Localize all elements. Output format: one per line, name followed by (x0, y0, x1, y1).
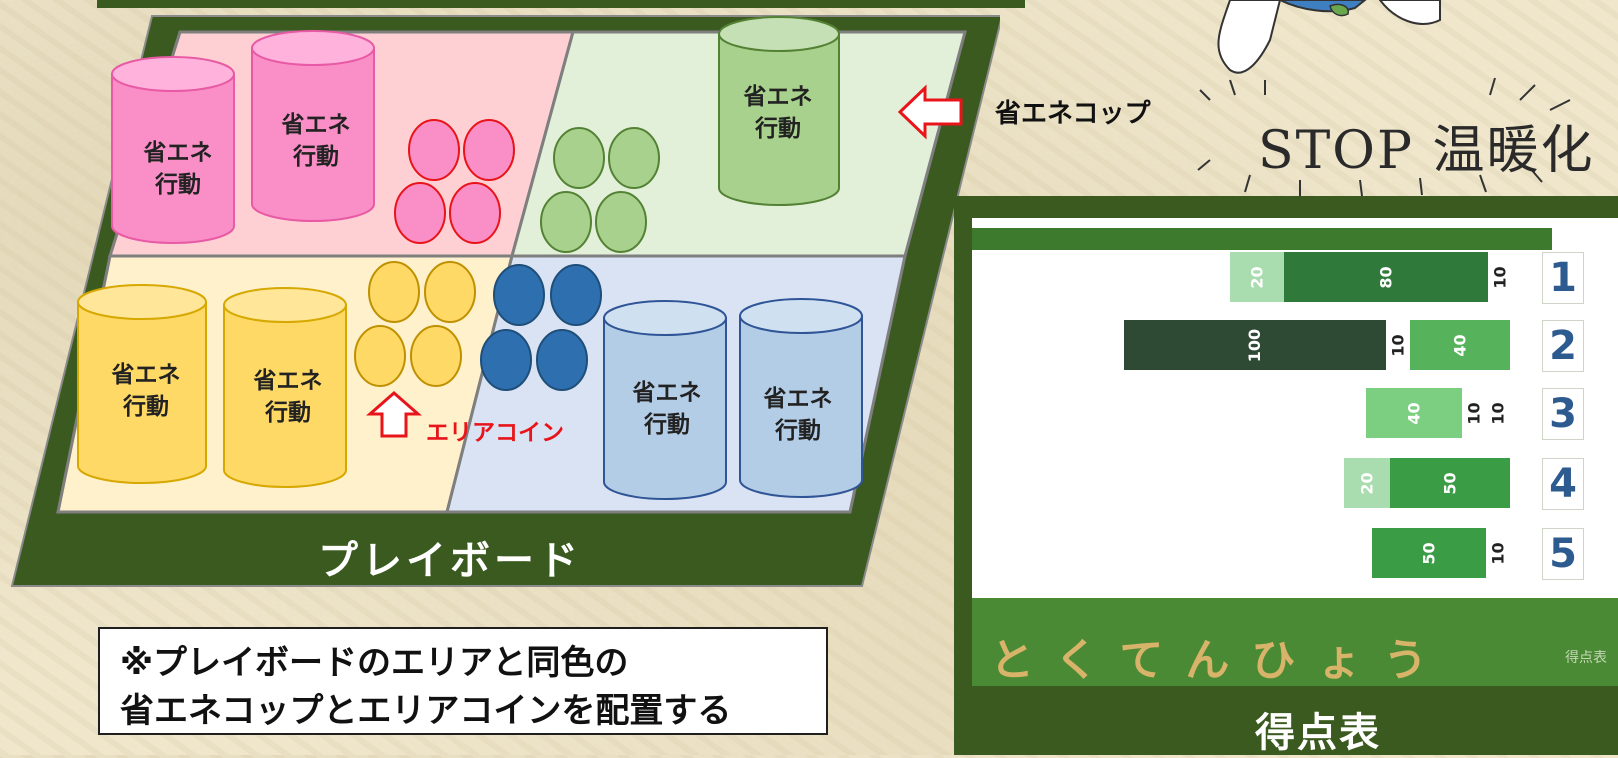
svg-text:省エネ: 省エネ (281, 112, 351, 138)
score-segment: 40 (1410, 320, 1510, 370)
play-board: 省エネ 行動 省エネ 行動 省エネ 行動 省エネ 行動 省エネ (10, 15, 1000, 587)
green-cup: 省エネ 行動 (718, 16, 840, 206)
cup-label: 行動 (292, 143, 339, 170)
yellow-coins (354, 261, 476, 387)
score-sheet-footer-small: 得点表 (1565, 650, 1607, 666)
note-line-1: ※プレイボードのエリアと同色の (120, 643, 629, 683)
svg-text:省エネ: 省エネ (632, 380, 702, 406)
row-number: 5 (1542, 528, 1584, 580)
pink-coins (394, 119, 515, 244)
pink-cup: 省エネ 行動 (251, 30, 375, 222)
area-coin-arrow-icon (366, 391, 422, 438)
row-number: 3 (1542, 388, 1584, 440)
cop-label: 省エネコップ (995, 99, 1151, 129)
score-segment: 20 (1230, 252, 1284, 302)
cup-label: 省エネ (632, 380, 702, 406)
svg-text:省エネ: 省エネ (253, 368, 323, 394)
svg-text:省エネ: 省エネ (143, 140, 213, 166)
svg-text:省エネ: 省エネ (743, 84, 813, 110)
row-number: 4 (1542, 458, 1584, 510)
stop-warming-illustration (1190, 0, 1618, 200)
svg-text:省エネ: 省エネ (111, 362, 181, 388)
stop-warming-logo: STOP 温暖化 (1258, 121, 1595, 181)
score-segment: 20 (1344, 458, 1390, 508)
cup-label: 省エネ (743, 84, 813, 110)
cup-label: 省エネ (111, 362, 181, 388)
svg-text:行動: 行動 (643, 411, 690, 438)
cop-arrow-icon (897, 84, 963, 140)
top-banner-edge (97, 0, 1025, 8)
sheet-footer-band (972, 598, 1618, 686)
blue-coins (480, 264, 602, 391)
cup-label: 省エネ (281, 112, 351, 138)
score-segment: 10 (1486, 528, 1510, 578)
score-segment: 100 (1124, 320, 1386, 370)
svg-text:行動: 行動 (774, 417, 821, 444)
cup-label: 省エネ (253, 368, 323, 394)
sheet-band (972, 228, 1552, 250)
placement-note: ※プレイボードのエリアと同色の 省エネコップとエリアコインを配置する (98, 627, 828, 735)
svg-text:行動: 行動 (154, 171, 201, 198)
play-board-caption: プレイボード (318, 538, 582, 584)
green-coins (540, 127, 660, 253)
cup-label: 行動 (154, 171, 201, 198)
row-number: 2 (1542, 320, 1584, 372)
svg-text:行動: 行動 (122, 393, 169, 420)
yellow-cup: 省エネ 行動 (223, 287, 347, 488)
score-segment: 50 (1372, 528, 1486, 578)
score-segment: 50 (1390, 458, 1510, 508)
cup-label: 行動 (264, 399, 311, 426)
score-segment: 40 (1366, 388, 1462, 438)
score-sheet-photo: 20 80 10 1 100 10 40 2 40 10 10 3 20 50 … (972, 218, 1618, 686)
score-segment: 10 (1386, 320, 1410, 370)
cup-label: 行動 (774, 417, 821, 444)
globe-character-icon (1197, 0, 1571, 197)
cup-label: 省エネ (143, 140, 213, 166)
svg-text:行動: 行動 (264, 399, 311, 426)
area-coin-label: エリアコイン (426, 420, 564, 446)
score-segment: 10 (1488, 252, 1512, 302)
score-sheet-footer: とくてんひょう (990, 635, 1450, 686)
cup-label: 行動 (643, 411, 690, 438)
score-segment: 80 (1284, 252, 1488, 302)
note-line-2: 省エネコップとエリアコインを配置する (120, 691, 732, 731)
score-segment: 10 (1486, 388, 1510, 438)
cup-label: 省エネ (763, 386, 833, 412)
svg-text:行動: 行動 (292, 143, 339, 170)
blue-cup: 省エネ 行動 (603, 300, 727, 500)
cup-label: 行動 (122, 393, 169, 420)
svg-text:行動: 行動 (754, 115, 801, 142)
blue-cup: 省エネ 行動 (739, 298, 863, 498)
yellow-cup: 省エネ 行動 (77, 284, 207, 484)
svg-text:省エネ: 省エネ (763, 386, 833, 412)
score-sheet-title: 得点表 (1255, 710, 1381, 756)
pink-cup: 省エネ 行動 (111, 56, 235, 244)
row-number: 1 (1542, 252, 1584, 304)
score-segment: 10 (1462, 388, 1486, 438)
cup-label: 行動 (754, 115, 801, 142)
